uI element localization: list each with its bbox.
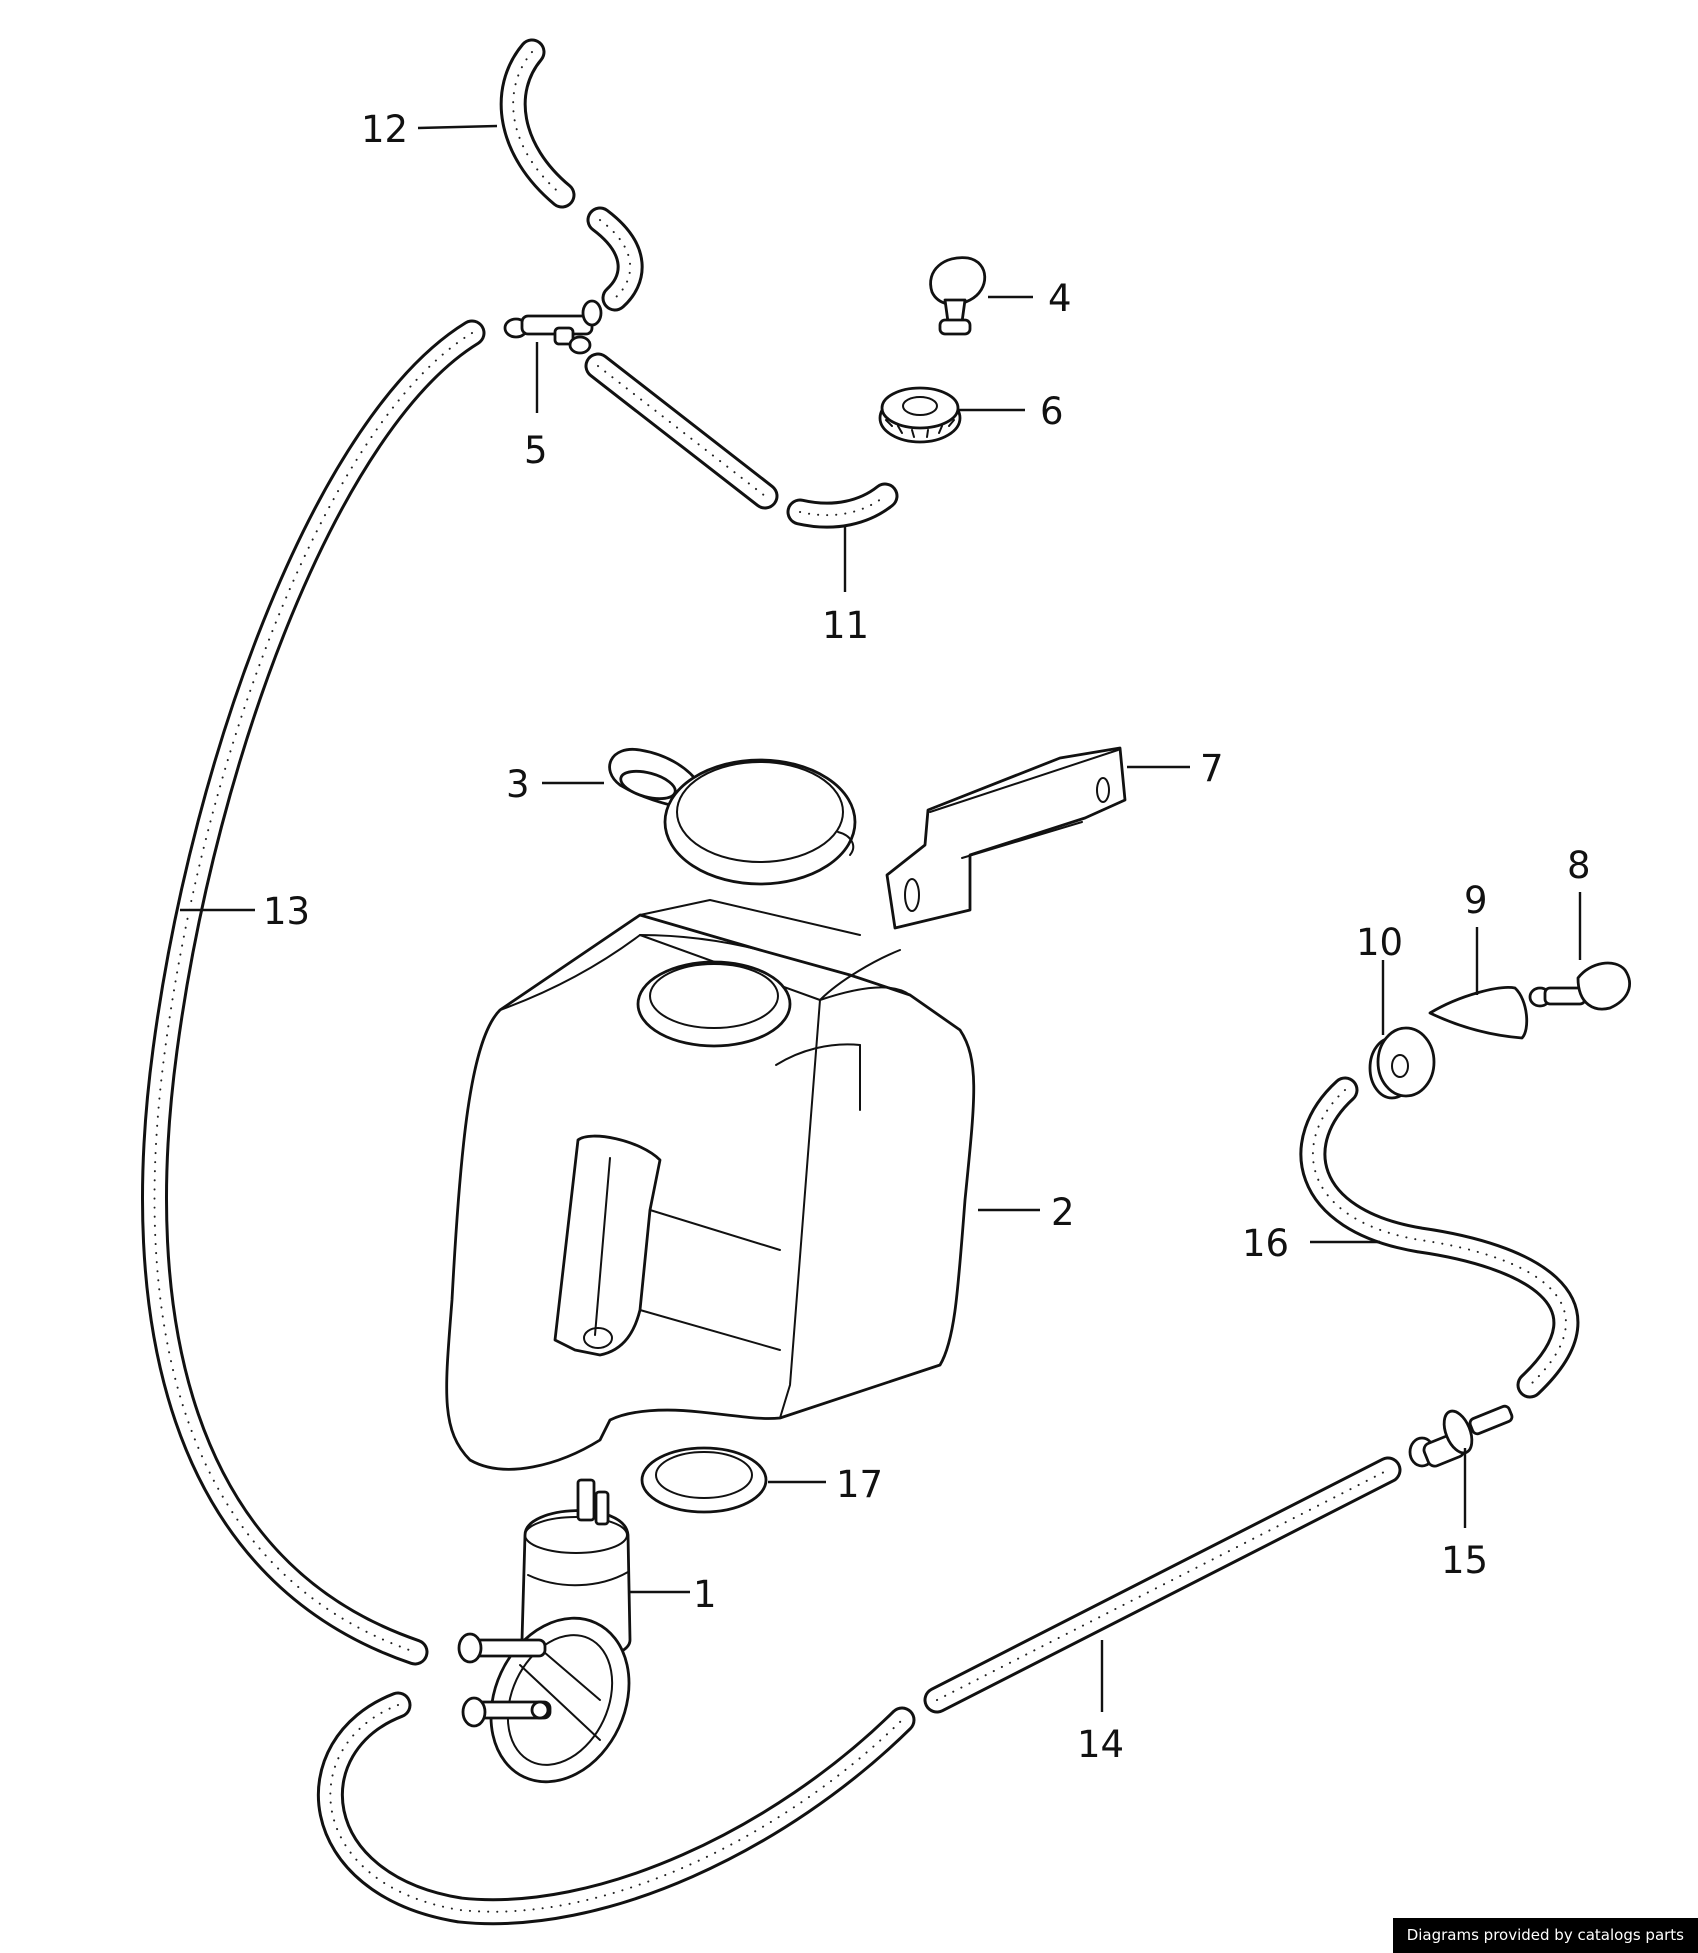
callout-4: 4 bbox=[1048, 277, 1072, 320]
callout-13: 13 bbox=[263, 890, 310, 933]
grommet-10 bbox=[1368, 1026, 1436, 1100]
callout-1: 1 bbox=[693, 1573, 717, 1616]
callout-2: 2 bbox=[1051, 1191, 1075, 1234]
callout-17: 17 bbox=[836, 1463, 883, 1506]
grommet-6 bbox=[878, 386, 962, 444]
leader-lines bbox=[180, 124, 1582, 1712]
callout-10: 10 bbox=[1356, 921, 1403, 964]
callout-6: 6 bbox=[1040, 390, 1064, 433]
seal-ring-17 bbox=[640, 1446, 768, 1514]
hose-straight-top bbox=[584, 352, 779, 510]
nozzle-cover-9 bbox=[1428, 986, 1529, 1040]
callout-12: 12 bbox=[361, 108, 408, 151]
callout-labels: 1 2 3 4 5 6 7 8 9 10 11 12 13 14 15 16 1… bbox=[263, 108, 1591, 1766]
tank-cap-3 bbox=[608, 747, 857, 886]
hose-14-upper bbox=[923, 1456, 1402, 1714]
callout-14: 14 bbox=[1077, 1723, 1124, 1766]
callout-9: 9 bbox=[1464, 879, 1488, 922]
washer-tank-2 bbox=[445, 899, 976, 1471]
bracket-7 bbox=[885, 746, 1127, 930]
t-connector-5 bbox=[503, 299, 603, 355]
washer-nozzle-4 bbox=[929, 256, 987, 336]
washer-pump-1 bbox=[457, 1478, 632, 1784]
callout-5: 5 bbox=[524, 429, 548, 472]
callout-7: 7 bbox=[1200, 747, 1224, 790]
hose-11 bbox=[786, 482, 899, 529]
callout-15: 15 bbox=[1441, 1539, 1488, 1582]
hose-13 bbox=[141, 319, 486, 1666]
callout-8: 8 bbox=[1567, 844, 1591, 887]
hose-16 bbox=[1299, 1076, 1580, 1399]
check-valve-15 bbox=[1408, 1404, 1514, 1468]
credit-banner: Diagrams provided by catalogs parts bbox=[1392, 1918, 1698, 1953]
hose-12 bbox=[499, 38, 644, 312]
callout-11: 11 bbox=[822, 604, 869, 647]
callout-16: 16 bbox=[1242, 1222, 1289, 1265]
callout-3: 3 bbox=[506, 763, 530, 806]
hose-14-lower bbox=[316, 1691, 916, 1926]
washer-nozzle-8 bbox=[1528, 961, 1631, 1011]
